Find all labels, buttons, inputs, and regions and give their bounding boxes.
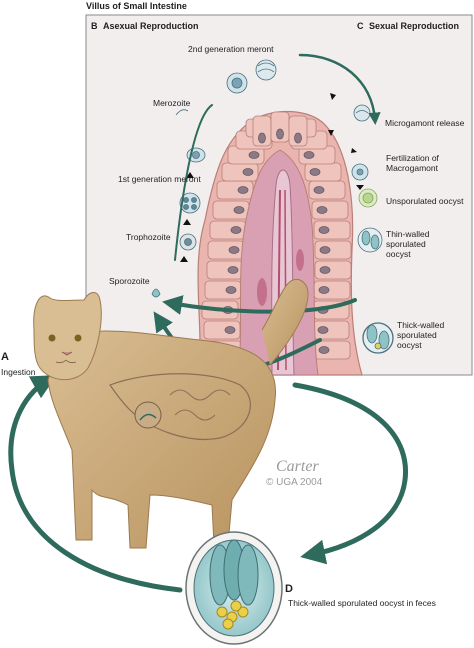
panel-c-heading: Sexual Reproduction bbox=[369, 21, 460, 31]
asexual-stage-icons bbox=[151, 59, 277, 298]
label-fertilization-macrogamont: Fertilization of Macrogamont bbox=[386, 153, 439, 173]
header-title: Villus of Small Intestine bbox=[86, 1, 187, 11]
panel-a-letter: A bbox=[1, 351, 9, 363]
label-trophozoite: Trophozoite bbox=[126, 232, 171, 242]
panel-b-letter: B bbox=[91, 21, 98, 31]
panel-c-letter: C bbox=[357, 21, 364, 31]
artist-signature: Carter bbox=[276, 458, 319, 475]
panel-a-label: Ingestion bbox=[1, 367, 36, 377]
panel-d-letter: D bbox=[285, 583, 293, 595]
sexual-stage-icons bbox=[351, 104, 394, 354]
cat bbox=[33, 278, 309, 549]
stage-arrows bbox=[180, 93, 364, 262]
panel-b-heading: Asexual Reproduction bbox=[103, 21, 199, 31]
label-thick-walled-oocyst: Thick-walled sporulated oocyst bbox=[397, 320, 445, 350]
label-merozoite: Merozoite bbox=[153, 98, 191, 108]
panel-d-label: Thick-walled sporulated oocyst in feces bbox=[288, 598, 436, 608]
copyright-text: © UGA 2004 bbox=[266, 477, 323, 488]
label-microgamont-release: Microgamont release bbox=[385, 118, 465, 128]
label-thin-walled-oocyst: Thin-walled sporulated oocyst bbox=[386, 229, 430, 259]
feces-oocyst bbox=[185, 531, 283, 645]
label-2nd-generation-meront: 2nd generation meront bbox=[188, 44, 274, 54]
label-sporozoite: Sporozoite bbox=[109, 276, 150, 286]
label-unsporulated-oocyst: Unsporulated oocyst bbox=[386, 196, 464, 206]
label-1st-generation-meront: 1st generation meront bbox=[118, 174, 201, 184]
